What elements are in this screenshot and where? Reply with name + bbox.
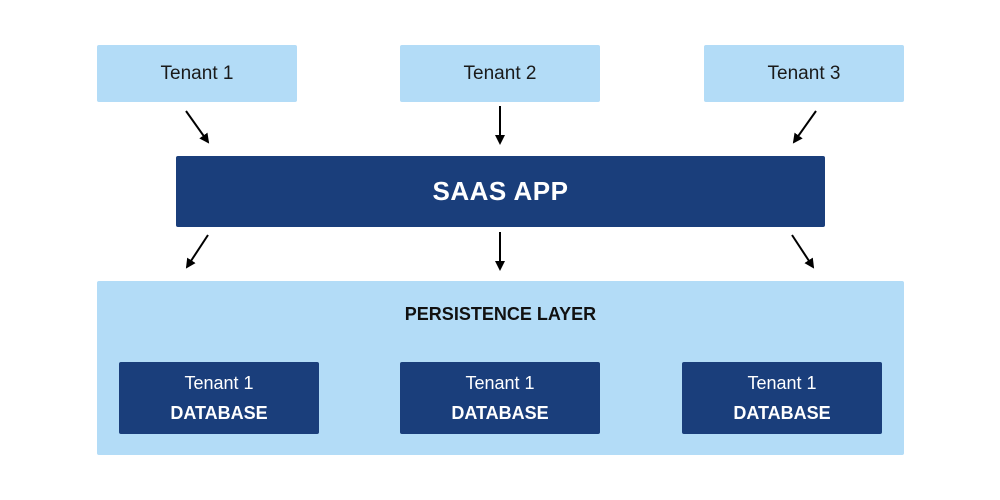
database-2-kind: DATABASE <box>451 403 549 423</box>
database-box-2: Tenant 1 DATABASE <box>400 362 600 434</box>
tenant-2-box: Tenant 2 <box>400 45 600 102</box>
saas-app-bar: SAAS APP <box>176 156 825 227</box>
tenant-2-label: Tenant 2 <box>463 62 537 84</box>
tenant-1-label: Tenant 1 <box>160 62 234 84</box>
arrow-app-to-db3 <box>791 234 815 269</box>
arrow-tenant1-to-app <box>185 110 210 144</box>
database-1-kind: DATABASE <box>170 403 268 423</box>
database-box-3: Tenant 1 DATABASE <box>682 362 882 434</box>
arrow-app-to-db1 <box>185 234 209 269</box>
database-3-kind: DATABASE <box>733 403 831 423</box>
tenant-3-label: Tenant 3 <box>767 62 841 84</box>
database-3-tenant: Tenant 1 <box>747 373 817 393</box>
saas-app-label: SAAS APP <box>432 176 569 206</box>
database-1-tenant: Tenant 1 <box>184 373 254 393</box>
tenant-3-box: Tenant 3 <box>704 45 904 102</box>
tenant-1-box: Tenant 1 <box>97 45 297 102</box>
persistence-layer: PERSISTENCE LAYER Tenant 1 DATABASE Tena… <box>97 281 904 455</box>
database-box-1: Tenant 1 DATABASE <box>119 362 319 434</box>
arrow-tenant3-to-app <box>792 110 817 144</box>
persistence-layer-title: PERSISTENCE LAYER <box>404 304 597 324</box>
database-2-tenant: Tenant 1 <box>465 373 535 393</box>
